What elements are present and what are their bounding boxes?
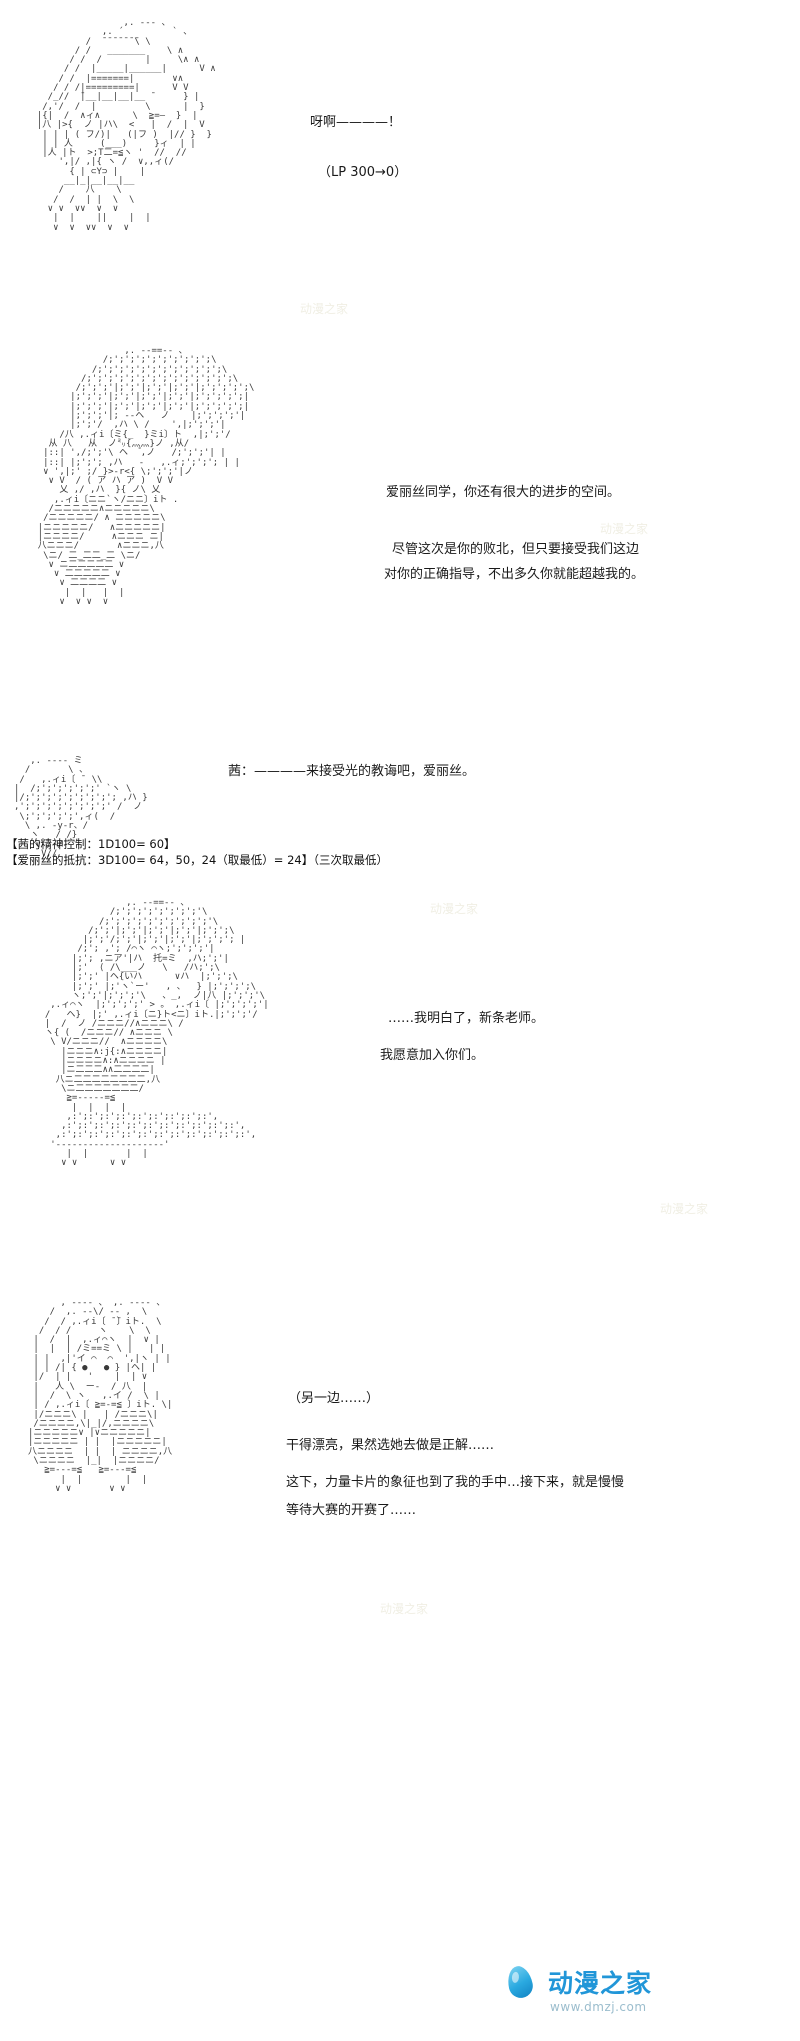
ascii-art-alice-submission: ,. -‐==‐- 、 /;';';';';';';';'\ /;';';';'… bbox=[44, 898, 269, 1169]
watermark-site-name: 动漫之家 bbox=[548, 1969, 653, 1998]
dice-roll-alice: 【爱丽丝的抵抗：3D100= 64，50，24（取最低）= 24】（三次取最低） bbox=[6, 853, 388, 867]
ascii-art-akane-lecture: ,. -‐==‐- 、 /;';';';';';';';';';\ /;';';… bbox=[37, 346, 255, 608]
site-watermark: 动漫之家 www.dmzj.com bbox=[498, 1958, 788, 2028]
akane-line-1: 爱丽丝同学，你还有很大的进步的空间。 bbox=[386, 485, 621, 500]
akane-line-3: 对你的正确指导，不出多久你就能超越我的。 bbox=[384, 567, 645, 582]
faint-watermark: 动漫之家 bbox=[430, 902, 479, 916]
water-drop-icon bbox=[498, 1960, 542, 2004]
akane-line-2: 尽管这次是你的败北，但只要接受我们这边 bbox=[392, 542, 640, 557]
watermark-site-url: www.dmzj.com bbox=[550, 2000, 647, 2014]
akane-dialogue-line: 茜：————来接受光的教诲吧，爱丽丝。 bbox=[228, 764, 476, 779]
villain-line-3: 等待大赛的开赛了…… bbox=[286, 1503, 417, 1518]
faint-watermark: 动漫之家 bbox=[660, 1202, 709, 1216]
villain-aside-line: （另一边……） bbox=[288, 1391, 380, 1406]
villain-line-1: 干得漂亮，果然选她去做是正解…… bbox=[286, 1438, 495, 1453]
faint-watermark: 动漫之家 bbox=[380, 1602, 429, 1616]
alice-reply-line-1: ……我明白了，新条老师。 bbox=[388, 1011, 545, 1026]
faint-watermark: 动漫之家 bbox=[300, 302, 349, 316]
alice-scream-line: 呀啊————！ bbox=[310, 115, 402, 130]
ascii-art-villain: , -‐‐- 、 ,. -‐‐- 、 / ,. -‐\/ ‐- , \ / / … bbox=[28, 1298, 173, 1494]
life-points-line: （LP 300→0） bbox=[318, 165, 408, 180]
villain-line-2: 这下，力量卡片的象征也到了我的手中…接下来，就是慢慢 bbox=[286, 1475, 625, 1490]
alice-reply-line-2: 我愿意加入你们。 bbox=[380, 1048, 485, 1063]
ascii-art-alice-defeat: ,. -‐- 、 ,. ´ ` 、 / ̄ ̄ ̄ ̄ ̄ ̄ ̄\ \ / /… bbox=[36, 18, 216, 233]
ascii-art-akane-hand: ,. -‐‐- ミ / \ 、 / ,.ィi〔 ̄ \\ | /;';';';'… bbox=[14, 756, 148, 869]
dice-roll-akane: 【茜的精神控制：1D100= 60】 bbox=[6, 837, 176, 851]
